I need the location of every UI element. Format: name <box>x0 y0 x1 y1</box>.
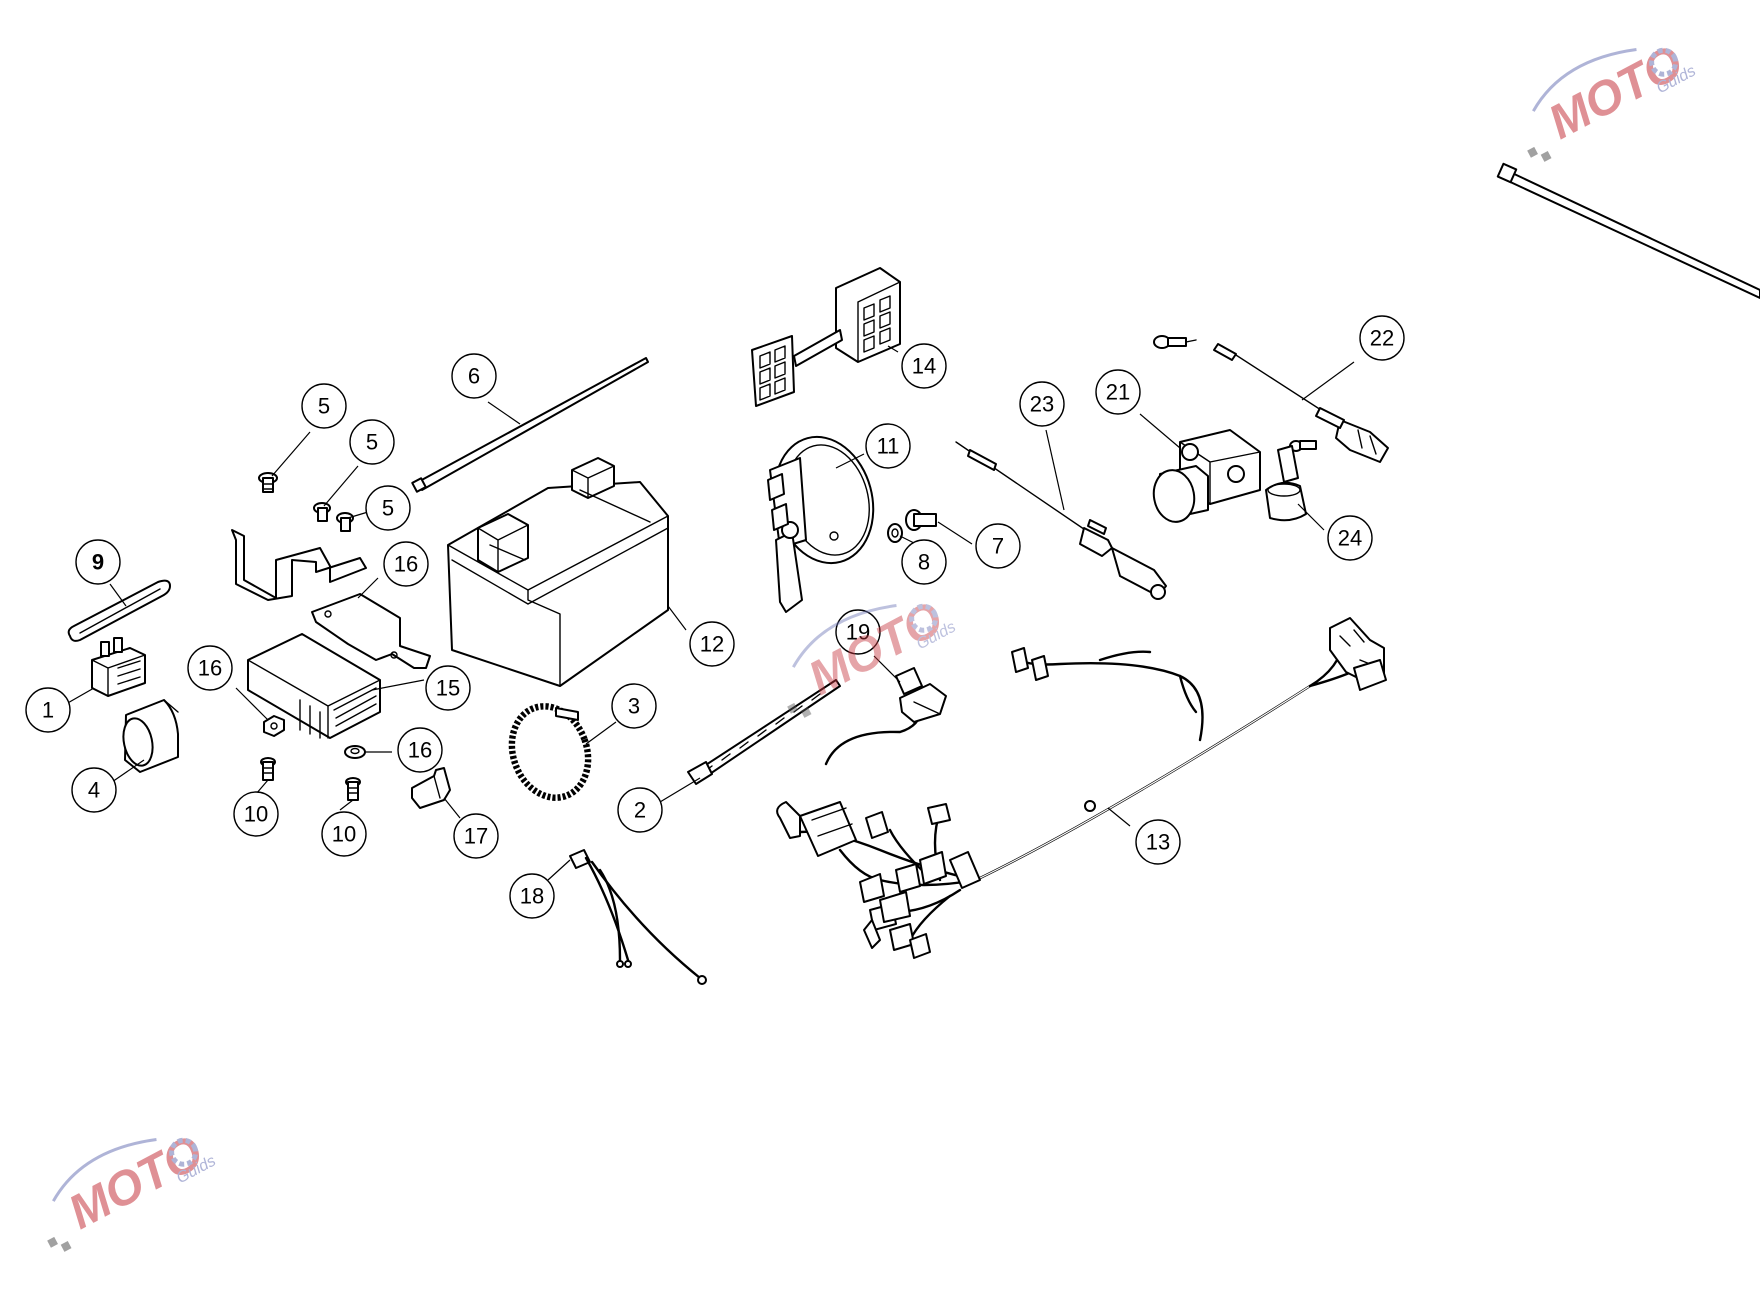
callout-1: 1 <box>25 687 71 733</box>
svg-text:23: 23 <box>1030 392 1054 417</box>
svg-text:18: 18 <box>520 884 544 909</box>
svg-text:17: 17 <box>464 824 488 849</box>
callout-7: 7 <box>975 523 1021 569</box>
callout-16a: 16 <box>383 541 429 587</box>
part-wire-18 <box>569 849 707 985</box>
callout-11: 11 <box>865 423 911 469</box>
part-bolt-5a <box>258 472 278 493</box>
part-connector-19 <box>824 667 947 766</box>
svg-text:5: 5 <box>366 430 378 455</box>
svg-text:13: 13 <box>1146 830 1170 855</box>
part-rubber-sleeve <box>122 699 179 773</box>
callout-15: 15 <box>425 665 471 711</box>
svg-text:16: 16 <box>394 552 418 577</box>
callout-5c: 5 <box>365 485 411 531</box>
callout-2: 2 <box>617 787 663 833</box>
svg-text:8: 8 <box>918 550 930 575</box>
part-nut-16a <box>263 715 285 737</box>
part-switch-22 <box>1153 335 1389 463</box>
svg-text:7: 7 <box>992 534 1004 559</box>
callout-12: 12 <box>689 621 735 667</box>
part-cable-tie-6 <box>411 357 649 493</box>
part-plate-16 <box>311 593 431 669</box>
callout-8: 8 <box>901 539 947 585</box>
gear-icon <box>169 1137 199 1167</box>
callout-23: 23 <box>1019 381 1065 427</box>
svg-text:9: 9 <box>92 550 104 575</box>
svg-text:19: 19 <box>846 620 870 645</box>
callout-14: 14 <box>901 343 947 389</box>
part-cable-tie-2 <box>687 679 841 785</box>
svg-text:11: 11 <box>877 434 900 459</box>
part-clip-17 <box>411 767 451 809</box>
part-battery-bracket <box>231 529 367 601</box>
svg-text:15: 15 <box>436 676 460 701</box>
leader-lines <box>65 345 1355 881</box>
svg-text:24: 24 <box>1338 526 1362 551</box>
part-voltage-regulator <box>247 633 381 739</box>
part-screw-10b <box>345 777 361 801</box>
part-ring-clamp <box>508 703 592 801</box>
callout-3: 3 <box>611 683 657 729</box>
svg-text:3: 3 <box>628 694 640 719</box>
part-screw-24 <box>1289 440 1317 452</box>
svg-text:2: 2 <box>634 798 646 823</box>
callout-10b: 10 <box>321 811 367 857</box>
part-nut-16b <box>344 745 366 759</box>
part-relay <box>91 637 146 697</box>
callout-13: 13 <box>1135 819 1181 865</box>
svg-text:16: 16 <box>408 738 432 763</box>
svg-text:5: 5 <box>382 496 394 521</box>
svg-text:16: 16 <box>198 656 222 681</box>
callout-16c: 16 <box>397 727 443 773</box>
part-bush-24 <box>1265 445 1307 522</box>
part-long-cable-tie <box>1496 162 1760 299</box>
svg-text:10: 10 <box>332 822 356 847</box>
callout-22: 22 <box>1359 315 1405 361</box>
callout-16b: 16 <box>187 645 233 691</box>
part-horn <box>767 435 875 613</box>
callout-19: 19 <box>835 609 881 655</box>
watermark-bottom-left: MOTO Guids <box>47 1126 219 1252</box>
svg-text:4: 4 <box>88 778 100 803</box>
part-battery <box>447 457 669 687</box>
svg-text:22: 22 <box>1370 326 1394 351</box>
part-washer-8 <box>887 523 903 543</box>
svg-text:5: 5 <box>318 394 330 419</box>
callout-21: 21 <box>1095 369 1141 415</box>
svg-text:10: 10 <box>244 802 268 827</box>
part-bolt-5b <box>313 502 331 522</box>
watermark-top-right: MOTO Guids <box>1527 36 1699 162</box>
svg-text:12: 12 <box>700 632 724 657</box>
gear-icon <box>1649 47 1679 77</box>
part-main-wiring-harness <box>776 617 1387 959</box>
part-bolt-7 <box>905 509 937 531</box>
callout-4: 4 <box>71 767 117 813</box>
callout-18: 18 <box>509 873 555 919</box>
callout-17: 17 <box>453 813 499 859</box>
part-screw-10a <box>260 757 276 781</box>
part-fuse-holder <box>751 267 901 407</box>
part-rubber-strap <box>67 579 171 642</box>
callout-9: 9 <box>75 539 121 585</box>
callout-10a: 10 <box>233 791 279 837</box>
part-actuator-21 <box>1152 429 1261 523</box>
svg-text:1: 1 <box>42 698 54 723</box>
part-bolt-5c <box>336 512 354 532</box>
svg-text:21: 21 <box>1106 380 1130 405</box>
callout-24: 24 <box>1327 515 1373 561</box>
callout-6: 6 <box>451 353 497 399</box>
callout-5b: 5 <box>349 419 395 465</box>
gear-icon <box>909 603 939 633</box>
svg-text:14: 14 <box>912 354 936 379</box>
part-sensor-23 <box>955 441 1167 600</box>
svg-text:6: 6 <box>468 364 480 389</box>
callout-5a: 5 <box>301 383 347 429</box>
